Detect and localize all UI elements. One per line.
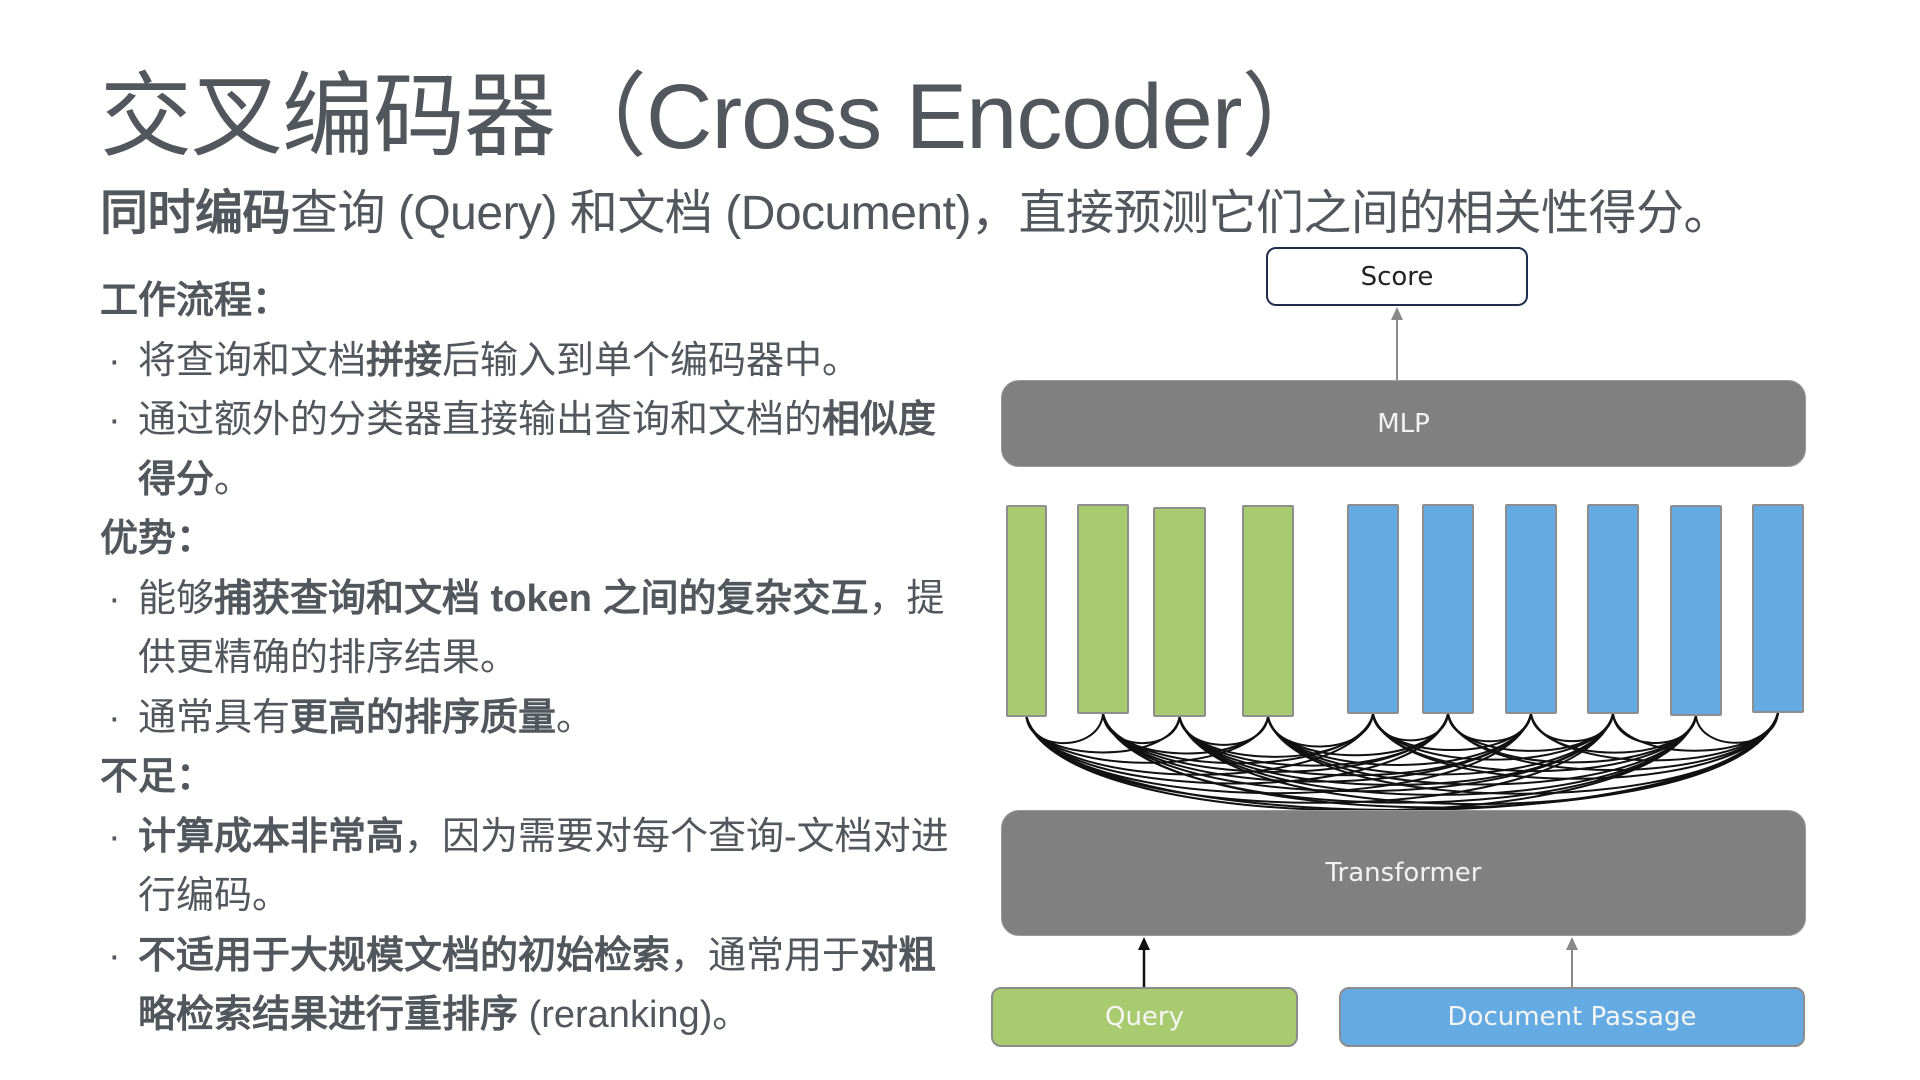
bullet-text: 将查询和文档 <box>138 339 367 382</box>
query-token-embedding <box>1006 505 1047 717</box>
subtitle-emphasis: 同时编码 <box>100 187 291 240</box>
section-heading: 不足： <box>100 756 215 798</box>
query-token-embedding <box>1153 507 1206 717</box>
attention-arc <box>1267 712 1779 795</box>
bullet-text: 。 <box>556 696 595 739</box>
query-token-embedding <box>1077 504 1129 714</box>
bullet-emphasis: 更高的排序质量 <box>290 696 557 739</box>
document-token-embedding <box>1670 505 1722 716</box>
attention-arc <box>1267 713 1614 776</box>
document-token-embedding <box>1422 504 1474 714</box>
section-heading: 优势： <box>100 518 215 560</box>
bullet-emphasis: 捕获查询和文档 token 之间的复杂交互 <box>214 577 869 620</box>
bullet-text: ，通常用于 <box>670 934 861 977</box>
bullet-emphasis: 计算成本非常高 <box>138 815 405 858</box>
section-heading: 工作流程： <box>100 280 291 322</box>
bullet-text: (reranking)。 <box>518 994 751 1036</box>
document-token-embedding <box>1347 504 1399 714</box>
attention-arc <box>1025 712 1779 812</box>
document-input-node: Document Passage <box>1339 987 1805 1047</box>
document-to-transformer-arrowhead <box>1566 937 1578 950</box>
page-title: 交叉编码器（Cross Encoder） <box>100 66 1333 168</box>
bullet-dot-icon: · <box>108 696 121 739</box>
mlp-label: MLP <box>1377 408 1430 439</box>
document-token-embedding <box>1587 504 1639 714</box>
score-node: Score <box>1266 247 1528 306</box>
bullet-item: · 不适用于大规模文档的初始检索，通常用于对粗略检索结果进行重排序 (rerank… <box>100 927 960 1046</box>
bullet-item: · 将查询和文档拼接后输入到单个编码器中。 <box>100 332 960 392</box>
attention-arc <box>1267 713 1532 766</box>
bullet-item: · 计算成本非常高，因为需要对每个查询-文档对进行编码。 <box>100 808 960 927</box>
bullet-text: 。 <box>214 458 253 501</box>
subtitle-text: 查询 (Query) 和文档 (Document)，直接预测它们之间的相关性得分… <box>290 187 1731 240</box>
document-token-embedding <box>1505 504 1557 714</box>
attention-arc <box>1178 715 1697 796</box>
transformer-label: Transformer <box>1325 858 1482 888</box>
query-input-node: Query <box>991 987 1298 1047</box>
bullet-text: 通过额外的分类器直接输出查询和文档的 <box>138 399 823 441</box>
mlp-to-score-arrowhead <box>1391 307 1403 320</box>
bullet-item: · 通常具有更高的排序质量。 <box>100 689 960 749</box>
bullet-emphasis: 对粗略检索结果进行重排序 <box>138 934 937 1037</box>
attention-arc <box>1372 713 1449 742</box>
bullet-dot-icon: · <box>108 577 121 620</box>
subtitle: 同时编码查询 (Query) 和文档 (Document)，直接预测它们之间的相… <box>100 184 1731 244</box>
bullet-emphasis: 拼接 <box>366 339 443 382</box>
attention-arc <box>1102 713 1181 745</box>
attention-arc <box>1612 712 1779 752</box>
bullet-text: ，提供更精确的排序结果。 <box>138 577 945 680</box>
attention-arc <box>1178 712 1779 806</box>
bullet-emphasis: 相似度得分 <box>138 399 937 501</box>
bullet-item: · 能够捕获查询和文档 token 之间的复杂交互，提供更精确的排序结果。 <box>100 570 960 689</box>
query-label: Query <box>1104 1002 1184 1032</box>
description-column: 工作流程： · 将查询和文档拼接后输入到单个编码器中。 · 通过额外的分类器直接输出查询… <box>100 272 960 1046</box>
bullet-text: 能够 <box>138 577 215 620</box>
bullet-dot-icon: · <box>108 339 121 382</box>
document-token-embedding <box>1752 504 1804 713</box>
bullet-text: 通常具有 <box>138 696 291 739</box>
transformer-layer: Transformer <box>1001 810 1806 936</box>
bullet-dot-icon: · <box>108 934 121 977</box>
query-to-transformer-arrowhead <box>1138 937 1150 950</box>
attention-arc <box>1695 712 1779 744</box>
attention-arcs <box>1025 712 1779 812</box>
bullet-dot-icon: · <box>108 815 121 858</box>
query-token-embedding <box>1242 505 1294 717</box>
bullet-emphasis: 不适用于大规模文档的初始检索 <box>138 934 671 977</box>
attention-arc <box>1102 713 1532 783</box>
bullet-dot-icon: · <box>108 399 121 441</box>
mlp-layer: MLP <box>1001 380 1806 467</box>
bullet-text: ，因为需要对每个查询-文档对进行编码。 <box>138 815 949 918</box>
score-label: Score <box>1360 261 1434 292</box>
bullet-item: · 通过额外的分类器直接输出查询和文档的相似度得分。 <box>100 391 960 510</box>
bullet-text: 后输入到单个编码器中。 <box>442 339 861 382</box>
document-label: Document Passage <box>1447 1002 1697 1032</box>
